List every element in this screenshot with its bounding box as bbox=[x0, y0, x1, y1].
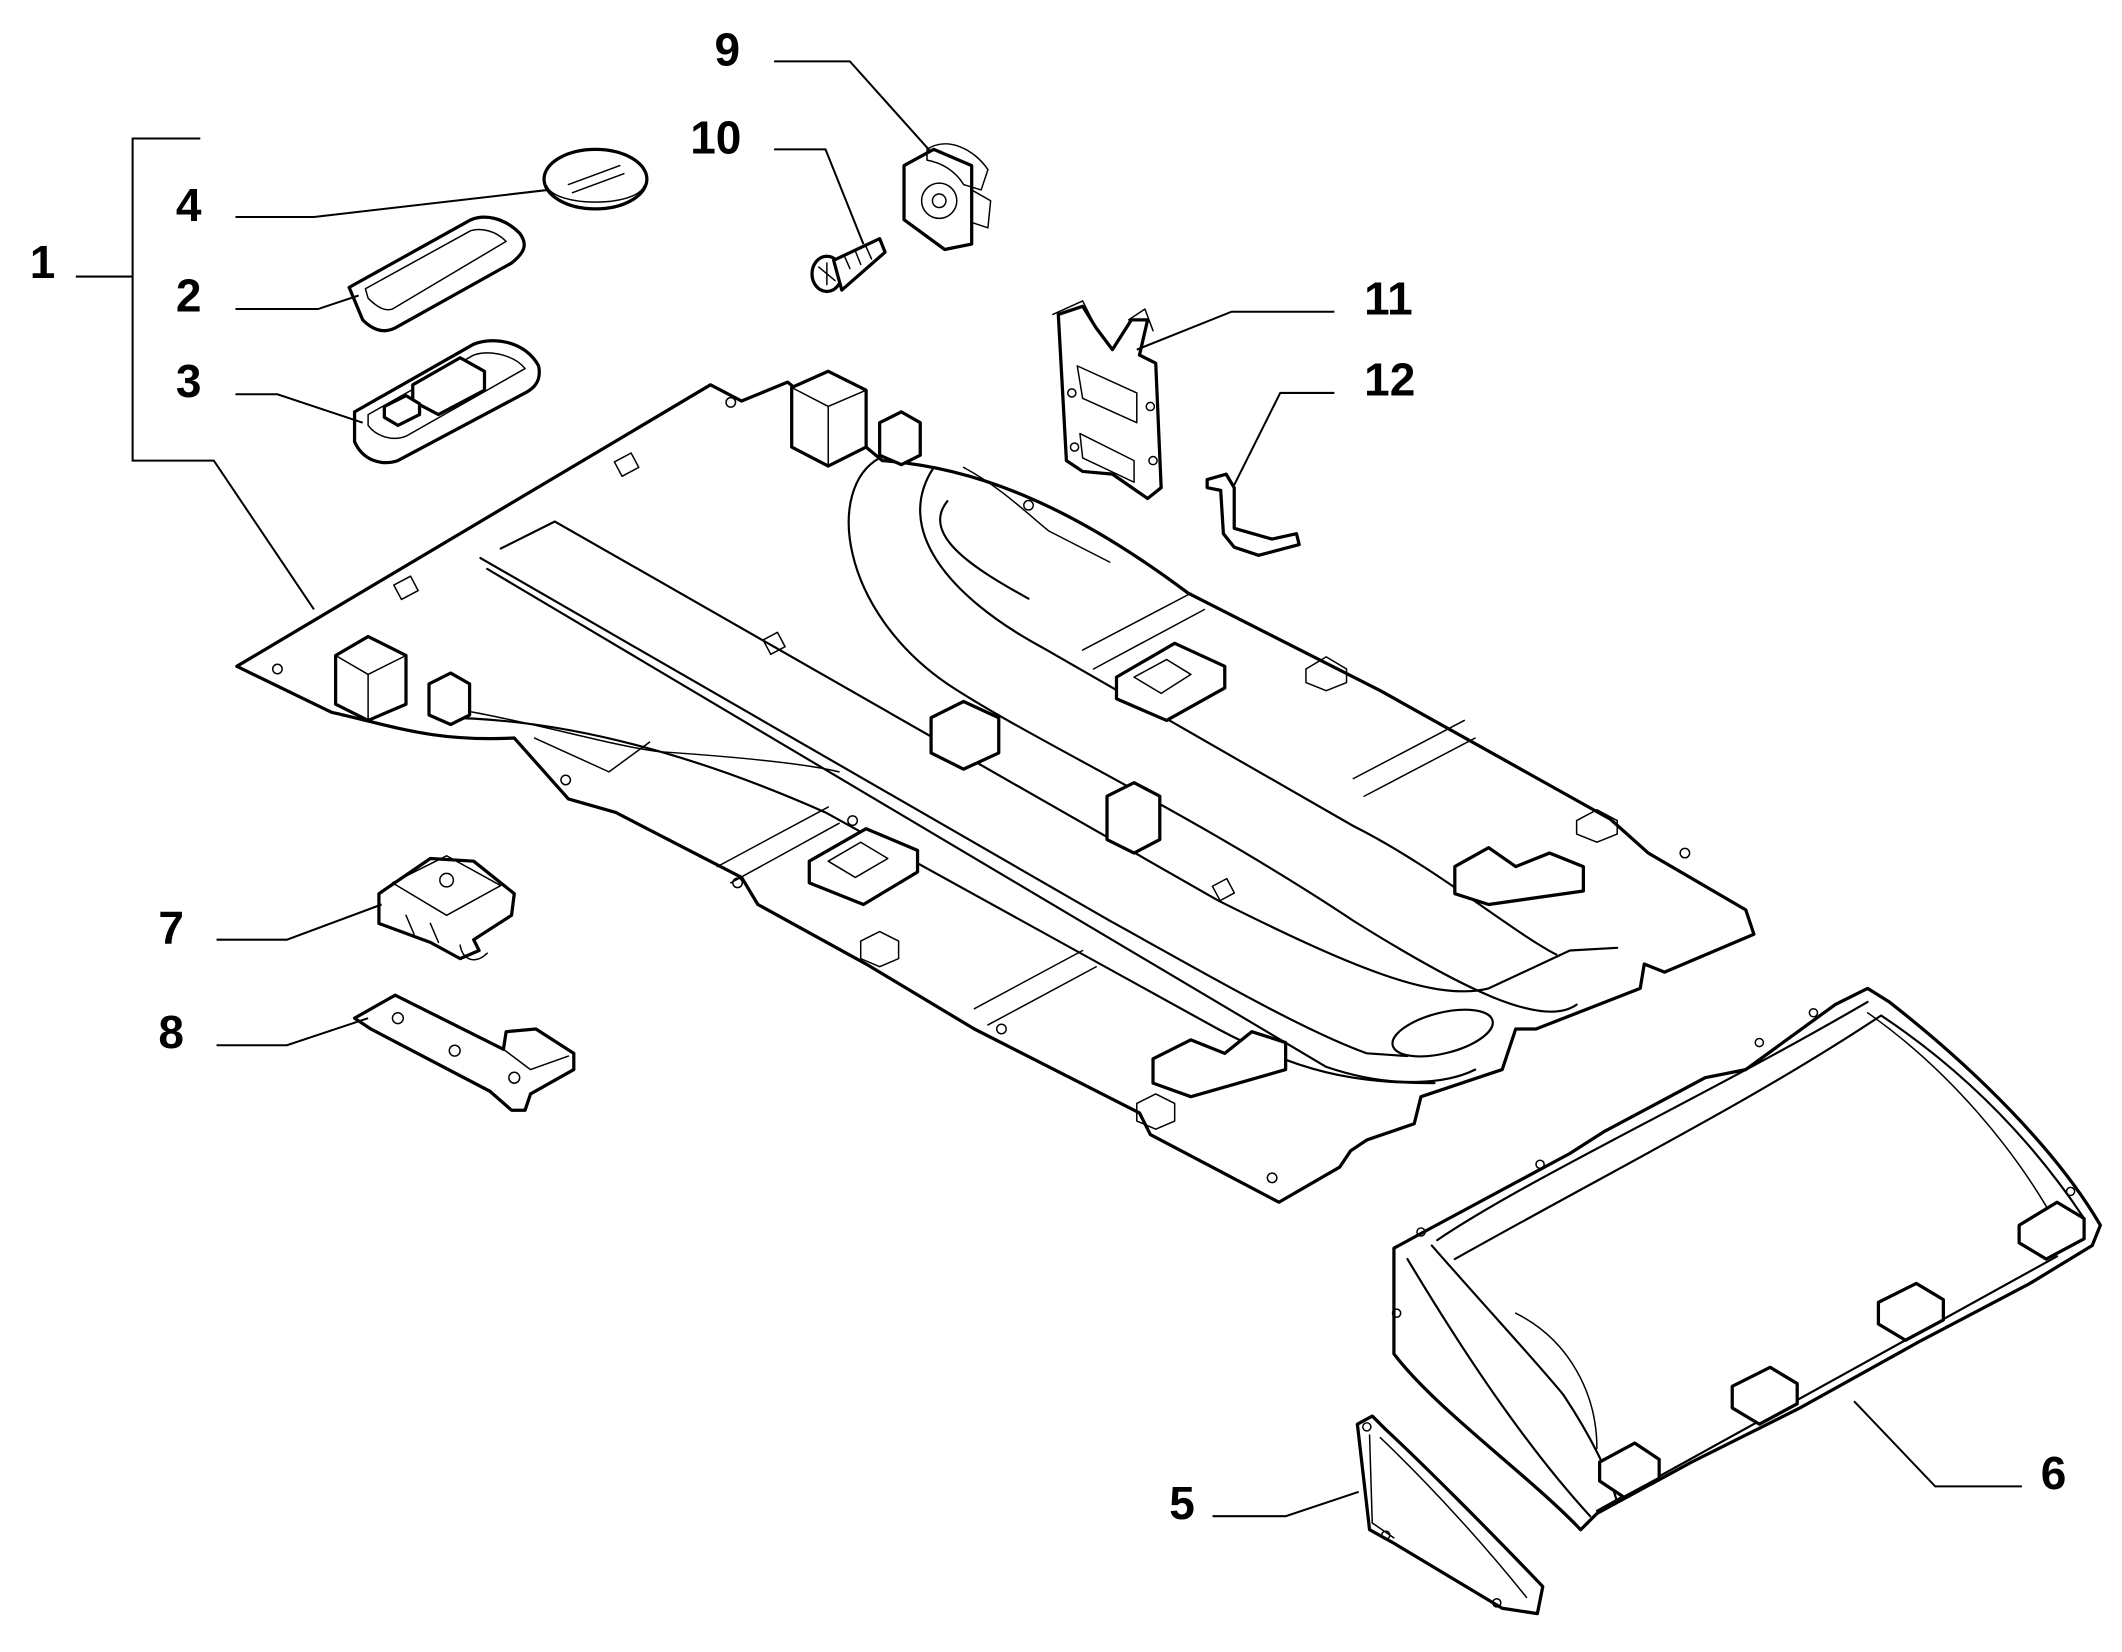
callout-6: 6 bbox=[2041, 1447, 2067, 1499]
leader-10 bbox=[774, 148, 865, 245]
support-plate bbox=[352, 993, 576, 1112]
lamp-gasket bbox=[347, 215, 526, 333]
leader-lines bbox=[75, 60, 2022, 1518]
leader-5 bbox=[1212, 1490, 1360, 1518]
leader-12 bbox=[1233, 391, 1335, 486]
courtesy-lamp bbox=[352, 339, 541, 465]
retaining-clip bbox=[377, 855, 516, 961]
callout-10: 10 bbox=[690, 111, 741, 163]
callout-7: 7 bbox=[158, 902, 184, 954]
headliner-panel bbox=[235, 369, 1756, 1204]
self-tapping-screw bbox=[810, 237, 887, 294]
callout-numbers: 1 2 3 4 5 6 7 8 9 10 11 12 bbox=[30, 23, 2067, 1528]
callout-8: 8 bbox=[158, 1006, 184, 1058]
leader-4 bbox=[235, 188, 549, 219]
callout-11: 11 bbox=[1364, 272, 1413, 324]
callout-4: 4 bbox=[176, 179, 202, 231]
leader-3 bbox=[235, 393, 364, 424]
leader-1-bracket bbox=[131, 137, 315, 611]
leader-7 bbox=[216, 903, 382, 941]
cover-cap bbox=[542, 147, 649, 211]
callout-3: 3 bbox=[176, 355, 202, 407]
callout-12: 12 bbox=[1364, 354, 1415, 406]
wire-hook bbox=[1205, 472, 1301, 557]
leader-8 bbox=[216, 1017, 369, 1047]
callout-5: 5 bbox=[1169, 1477, 1195, 1529]
leader-11 bbox=[1136, 310, 1335, 351]
side-trim-panel bbox=[1355, 1414, 1545, 1616]
leader-9 bbox=[774, 60, 932, 153]
callout-1: 1 bbox=[30, 236, 56, 288]
leader-6 bbox=[1853, 1400, 2022, 1488]
callout-9: 9 bbox=[715, 23, 741, 75]
callout-2: 2 bbox=[176, 270, 202, 322]
clip-nut bbox=[902, 143, 992, 252]
luggage-compartment-cover bbox=[1391, 986, 2102, 1532]
leader-2 bbox=[235, 294, 359, 311]
mounting-bracket bbox=[1052, 300, 1163, 501]
